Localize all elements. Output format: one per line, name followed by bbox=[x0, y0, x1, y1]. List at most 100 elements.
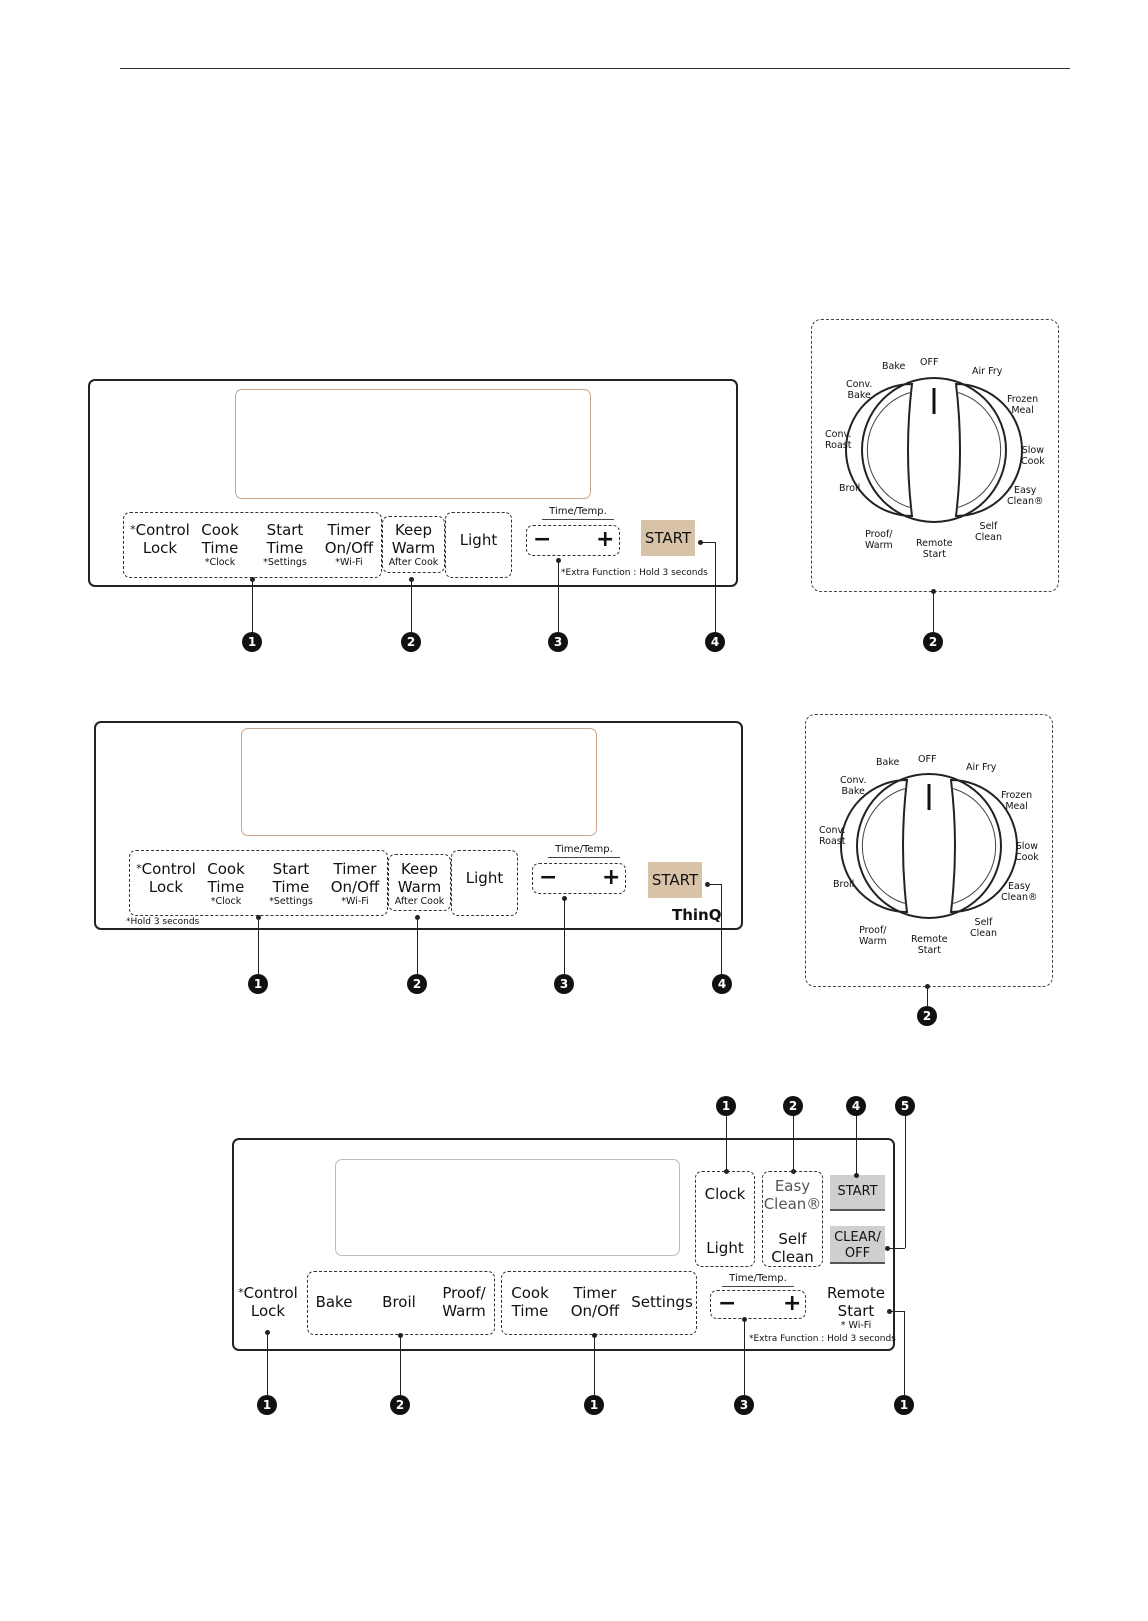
keep-warm-label-a-2: Keep bbox=[400, 860, 439, 878]
panel-2-group-keepwarm bbox=[388, 854, 451, 911]
knob-1-proof: Proof/Warm bbox=[865, 529, 893, 551]
control-lock-star-2: * bbox=[136, 862, 142, 875]
remote-start-button[interactable]: Remote Start * Wi-Fi bbox=[823, 1284, 889, 1332]
light-button-2[interactable]: Light bbox=[451, 869, 518, 887]
knob-2-conv-roast-b: Roast bbox=[819, 836, 846, 847]
clock-button[interactable]: Clock bbox=[704, 1185, 746, 1203]
self-clean-button[interactable]: Self Clean bbox=[762, 1230, 823, 1266]
knob-2-air-fry: Air Fry bbox=[966, 762, 997, 773]
knob-2-broil: Broil bbox=[833, 879, 855, 890]
control-lock-label-a: Control bbox=[135, 521, 190, 539]
control-lock-star: * bbox=[130, 523, 136, 536]
start-button-3[interactable]: START bbox=[830, 1175, 885, 1211]
callout-bottom-1a: 1 bbox=[257, 1395, 277, 1415]
timer-button[interactable]: Timer On/Off *Wi-Fi bbox=[318, 521, 380, 569]
leader-line bbox=[700, 542, 715, 543]
knob-1-conv-bake-a: Conv. bbox=[846, 379, 873, 390]
proof-warm-button[interactable]: Proof/ Warm bbox=[435, 1284, 493, 1320]
knob-2-self-b: Clean bbox=[970, 928, 997, 939]
knob-1-slow-b: Cook bbox=[1021, 456, 1045, 467]
leader-line bbox=[594, 1335, 595, 1395]
knob-1-conv-bake-b: Bake bbox=[847, 390, 871, 401]
knob-1-graphic bbox=[845, 377, 1023, 523]
control-lock-label-b-2: Lock bbox=[148, 878, 184, 896]
knob-1-frozen-a: Frozen bbox=[1007, 394, 1039, 405]
light-button[interactable]: Light bbox=[445, 531, 512, 549]
light-button-3[interactable]: Light bbox=[706, 1239, 744, 1257]
leader-line bbox=[267, 1332, 268, 1395]
keep-warm-button-2[interactable]: Keep Warm After Cook bbox=[388, 860, 451, 908]
minus-button-3[interactable]: − bbox=[718, 1291, 737, 1316]
cook-time-button-2[interactable]: Cook Time *Clock bbox=[198, 860, 254, 908]
control-lock-button-3[interactable]: *Control Lock bbox=[236, 1284, 300, 1320]
cook-time-button[interactable]: Cook Time *Clock bbox=[192, 521, 248, 569]
knob-1-remote-a: Remote bbox=[916, 538, 953, 549]
panel-2-group-light bbox=[451, 850, 518, 916]
knob-1-callout: 2 bbox=[923, 632, 943, 652]
start-time-button[interactable]: Start Time *Settings bbox=[252, 521, 318, 569]
timer-button-3[interactable]: Timer On/Off bbox=[565, 1284, 625, 1320]
self-clean-label-a: Self bbox=[778, 1230, 807, 1248]
timer-button-2[interactable]: Timer On/Off *Wi-Fi bbox=[324, 860, 386, 908]
callout-bottom-3: 3 bbox=[734, 1395, 754, 1415]
start-button-2[interactable]: START bbox=[648, 862, 702, 898]
easy-clean-label-b: Clean® bbox=[763, 1195, 822, 1213]
plus-button[interactable]: + bbox=[596, 527, 615, 552]
timer-label-a-3: Timer bbox=[573, 1284, 617, 1302]
knob-1-conv-bake: Conv.Bake bbox=[846, 379, 872, 401]
panel-2-frame bbox=[94, 721, 743, 930]
keep-warm-label-a: Keep bbox=[394, 521, 433, 539]
broil-button[interactable]: Broil bbox=[382, 1293, 416, 1311]
knob-2-easy-a: Easy bbox=[1008, 881, 1031, 892]
callout-1-p2: 1 bbox=[248, 974, 268, 994]
minus-button-2[interactable]: − bbox=[539, 865, 558, 890]
time-temp-keypad bbox=[526, 525, 620, 556]
easy-clean-button[interactable]: Easy Clean® bbox=[762, 1177, 823, 1213]
cook-time-button-3[interactable]: Cook Time bbox=[505, 1284, 555, 1320]
leader-dot bbox=[791, 1169, 796, 1174]
start-time-label-b-2: Time bbox=[272, 878, 310, 896]
cook-time-label-b-3: Time bbox=[511, 1302, 549, 1320]
callout-2-p2: 2 bbox=[407, 974, 427, 994]
knob-2-frozen-b: Meal bbox=[1005, 801, 1028, 812]
start-button[interactable]: START bbox=[641, 520, 695, 556]
light-label: Light bbox=[459, 531, 498, 549]
callout-top-5: 5 bbox=[895, 1096, 915, 1116]
clear-off-button[interactable]: CLEAR/ OFF bbox=[830, 1226, 885, 1264]
control-lock-button-2[interactable]: *Control Lock bbox=[132, 860, 200, 896]
start-time-button-2[interactable]: Start Time *Settings bbox=[258, 860, 324, 908]
cook-time-label-a-2: Cook bbox=[207, 860, 245, 878]
bake-button[interactable]: Bake bbox=[315, 1293, 353, 1311]
leader-line bbox=[400, 1335, 401, 1395]
knob-2-self-a: Self bbox=[974, 917, 993, 928]
panel-3-frame bbox=[232, 1138, 895, 1351]
knob-1-conv-roast-a: Conv. bbox=[825, 429, 852, 440]
cook-time-sublabel: *Clock bbox=[204, 557, 236, 568]
start-time-label-a: Start bbox=[266, 521, 304, 539]
cook-time-label-b: Time bbox=[201, 539, 239, 557]
knob-2-conv-bake-a: Conv. bbox=[840, 775, 867, 786]
plus-button-3[interactable]: + bbox=[783, 1291, 802, 1316]
knob-2-easy-b: Clean® bbox=[1001, 892, 1038, 903]
callout-top-4: 4 bbox=[846, 1096, 866, 1116]
minus-button[interactable]: − bbox=[533, 527, 552, 552]
callout-4-p2: 4 bbox=[712, 974, 732, 994]
plus-button-2[interactable]: + bbox=[602, 865, 621, 890]
cook-time-label-a-3: Cook bbox=[511, 1284, 549, 1302]
control-lock-button[interactable]: *Control Lock bbox=[126, 521, 194, 557]
knob-2-remote-a: Remote bbox=[911, 934, 948, 945]
knob-2-conv-roast: Conv.Roast bbox=[819, 825, 845, 847]
control-lock-star-3: * bbox=[238, 1286, 244, 1299]
start-time-sublabel-2: *Settings bbox=[269, 896, 313, 907]
light-label-2: Light bbox=[465, 869, 504, 887]
keep-warm-button[interactable]: Keep Warm After Cook bbox=[382, 521, 445, 569]
leader-line bbox=[793, 1116, 794, 1171]
proof-warm-label-b: Warm bbox=[442, 1302, 486, 1320]
callout-top-1: 1 bbox=[716, 1096, 736, 1116]
callout-3: 3 bbox=[548, 632, 568, 652]
knob-1-remote-b: Start bbox=[922, 549, 946, 560]
settings-button[interactable]: Settings bbox=[631, 1293, 693, 1311]
